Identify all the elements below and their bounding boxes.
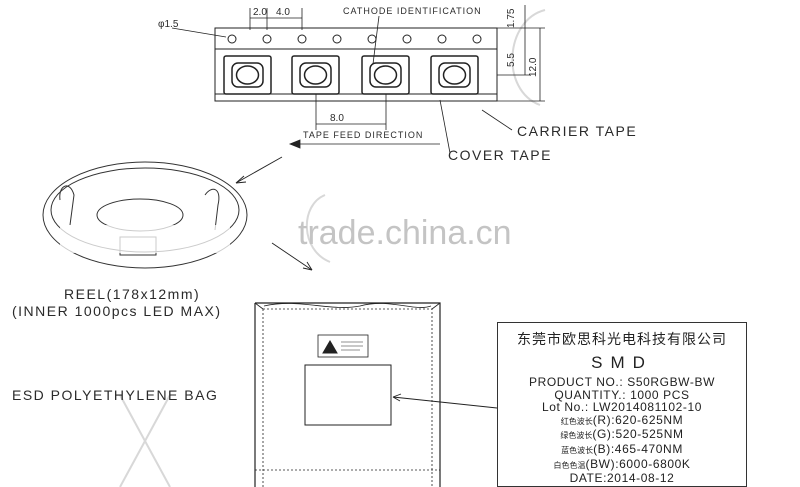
white-color-temp-value: (BW):6000-6800K <box>585 456 691 471</box>
watermark-text: trade.china.cn <box>298 214 512 252</box>
watermark-strokes <box>119 9 546 487</box>
sprocket-hole <box>227 34 237 44</box>
led-pockets <box>223 55 479 95</box>
bag-label-area <box>304 364 392 426</box>
led <box>438 62 471 88</box>
pitch-dim-b: 4.0 <box>276 7 290 18</box>
bag-outline <box>254 302 441 487</box>
edge-dim: 1.75 <box>506 8 517 28</box>
white-color-temp-cn: 白色色温 <box>553 460 586 470</box>
led <box>299 62 332 88</box>
reel <box>42 161 248 269</box>
arrow-head <box>392 393 402 402</box>
sprocket-hole <box>437 34 447 44</box>
arrow-line <box>235 156 283 184</box>
watermark-arc <box>305 194 331 263</box>
tape-body <box>214 27 498 102</box>
reel-blur-band <box>60 225 230 253</box>
watermark-line <box>119 394 171 487</box>
product-type: SMD <box>591 353 653 372</box>
arrow-reel-to-bag <box>271 242 313 271</box>
white-color-temp: 白色色温(BW):6000-6800K <box>498 456 746 473</box>
pocket-pitch-dim: 8.0 <box>330 113 344 124</box>
sprocket-hole <box>332 34 342 44</box>
bag-corner <box>254 302 441 310</box>
cover-tape-label: COVER TAPE <box>448 147 552 163</box>
led <box>369 62 402 88</box>
blue-wavelength-cn: 蓝色波长 <box>561 445 594 455</box>
reel-window <box>59 185 75 226</box>
arrow-head <box>235 175 247 184</box>
green-wavelength-value: (G):520-525NM <box>592 427 684 442</box>
date: DATE:2014-08-12 <box>569 471 675 486</box>
hole-dia-dim: φ1.5 <box>158 19 179 30</box>
width-dim: 12.0 <box>528 57 539 77</box>
reel-label: REEL(178x12mm) <box>64 286 201 302</box>
feed-arrow-head <box>288 139 301 149</box>
blue-wavelength-value: (B):465-470NM <box>593 441 683 456</box>
carrier-tape <box>171 5 545 154</box>
led-lens <box>373 65 398 85</box>
pocket <box>430 55 479 95</box>
led-lens <box>303 65 328 85</box>
reel-window <box>204 188 220 231</box>
esd-warning-icon <box>322 340 338 354</box>
leader-line <box>481 109 513 131</box>
pocket <box>223 55 272 95</box>
leader-line <box>372 15 380 65</box>
leader-line <box>171 27 227 38</box>
esd-warning-sticker <box>317 334 369 358</box>
led-lens <box>235 65 260 85</box>
center-dim: 5.5 <box>506 53 517 67</box>
green-wavelength-cn: 绿色波长 <box>560 431 593 441</box>
dimension-lines <box>171 5 545 154</box>
led-lens <box>442 65 467 85</box>
red-wavelength-value: (R):620-625NM <box>592 412 684 427</box>
cathode-label: CATHODE IDENTIFICATION <box>343 6 482 16</box>
sprocket-hole <box>402 34 412 44</box>
blue-wavelength: 蓝色波长(B):465-470NM <box>498 443 746 458</box>
sprocket-holes <box>227 34 482 44</box>
carrier-tape-label: CARRIER TAPE <box>517 123 638 139</box>
arrow-head <box>302 261 313 271</box>
reel-outer-rim <box>42 161 248 269</box>
sprocket-hole <box>472 34 482 44</box>
pocket <box>291 55 340 95</box>
feed-direction-label: TAPE FEED DIRECTION <box>303 130 424 140</box>
led <box>231 62 264 88</box>
watermark-arc <box>511 9 546 106</box>
bag-label: ESD POLYETHYLENE BAG <box>12 387 219 403</box>
sprocket-hole <box>297 34 307 44</box>
arrow-line <box>271 242 313 271</box>
leader-line <box>439 99 451 154</box>
product-number: PRODUCT NO.: S50RGBW-BW <box>528 375 716 389</box>
product-label: 东莞市欧思科光电科技有限公司 SMD PRODUCT NO.: S50RGBW-… <box>497 322 747 487</box>
red-wavelength: 红色波长(R):620-625NM <box>498 412 746 429</box>
lot-number: Lot No.: LW2014081102-10 <box>541 400 703 415</box>
esd-bag <box>254 302 498 487</box>
sprocket-hole <box>262 34 272 44</box>
pocket <box>361 55 410 95</box>
arrow-tape-to-reel <box>235 156 283 184</box>
red-wavelength-cn: 红色波长 <box>560 416 593 426</box>
bag-zip <box>263 303 432 308</box>
green-wavelength: 绿色波长(G):520-525NM <box>498 428 746 443</box>
pitch-dim-a: 2.0 <box>253 7 267 18</box>
arrow-line <box>392 396 498 409</box>
reel-capacity-label: (INNER 1000pcs LED MAX) <box>12 303 222 319</box>
company-name: 东莞市欧思科光电科技有限公司 <box>517 332 727 348</box>
quantity: QUANTITY.: 1000 PCS <box>554 387 690 402</box>
sprocket-hole <box>367 34 377 44</box>
